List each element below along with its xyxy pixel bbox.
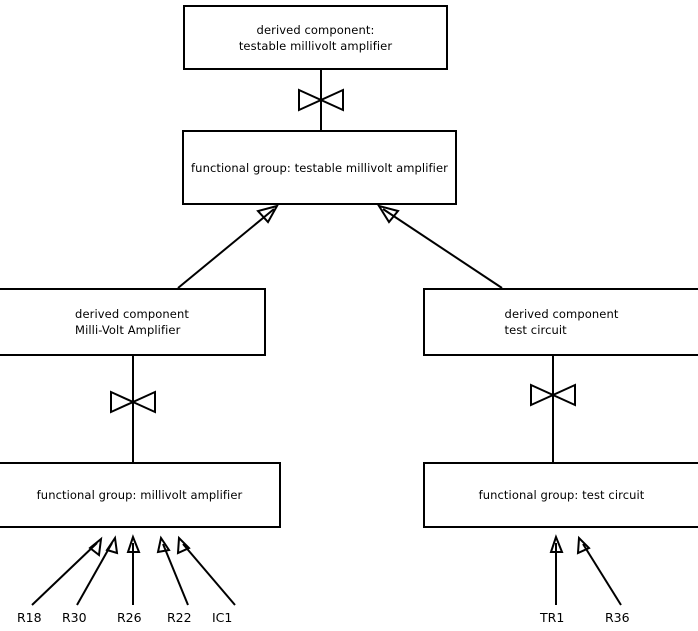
terminal-label-r22: R22 — [167, 610, 192, 625]
bowtie-connector-millivolt — [110, 390, 156, 414]
node-label: functional group: millivolt amplifier — [36, 488, 243, 502]
terminal-label-ic1: IC1 — [212, 610, 233, 625]
node-fg-testable-millivolt-amplifier[interactable]: functional group: testable millivolt amp… — [182, 130, 457, 205]
node-derived-milli-volt-amplifier[interactable]: derived component Milli-Volt Amplifier — [0, 288, 266, 356]
node-fg-millivolt-amplifier[interactable]: functional group: millivolt amplifier — [0, 462, 281, 528]
terminal-label-r26: R26 — [117, 610, 142, 625]
terminal-label-r30: R30 — [62, 610, 87, 625]
node-derived-test-circuit[interactable]: derived component test circuit — [423, 288, 698, 356]
node-label: derived component: testable millivolt am… — [238, 22, 393, 53]
arrow-ic1-to-fg-mv — [176, 535, 236, 606]
node-label: functional group: testable millivolt amp… — [191, 160, 448, 175]
node-label: derived component test circuit — [504, 307, 619, 337]
arrow-test-circuit-to-fg-testable — [376, 204, 503, 289]
arrow-r18-to-fg-mv — [31, 536, 103, 606]
arrow-tr1-to-fg-tc — [549, 534, 564, 605]
bowtie-connector-testable — [298, 88, 344, 112]
bowtie-connector-test-circuit — [530, 383, 576, 407]
arrow-mv-amplifier-to-fg-testable — [177, 204, 280, 289]
arrow-r26-to-fg-mv — [126, 534, 141, 605]
node-label: derived component Milli-Volt Amplifier — [75, 307, 189, 337]
arrow-r22-to-fg-mv — [156, 535, 189, 606]
arrow-r36-to-fg-tc — [576, 535, 622, 606]
node-label: functional group: test circuit — [478, 488, 645, 502]
node-derived-testable-millivolt-amplifier[interactable]: derived component: testable millivolt am… — [183, 5, 448, 70]
terminal-label-r18: R18 — [17, 610, 42, 625]
arrow-r30-to-fg-mv — [76, 535, 119, 606]
terminal-label-tr1: TR1 — [540, 610, 565, 625]
terminal-label-r36: R36 — [605, 610, 630, 625]
node-fg-test-circuit[interactable]: functional group: test circuit — [423, 462, 698, 528]
